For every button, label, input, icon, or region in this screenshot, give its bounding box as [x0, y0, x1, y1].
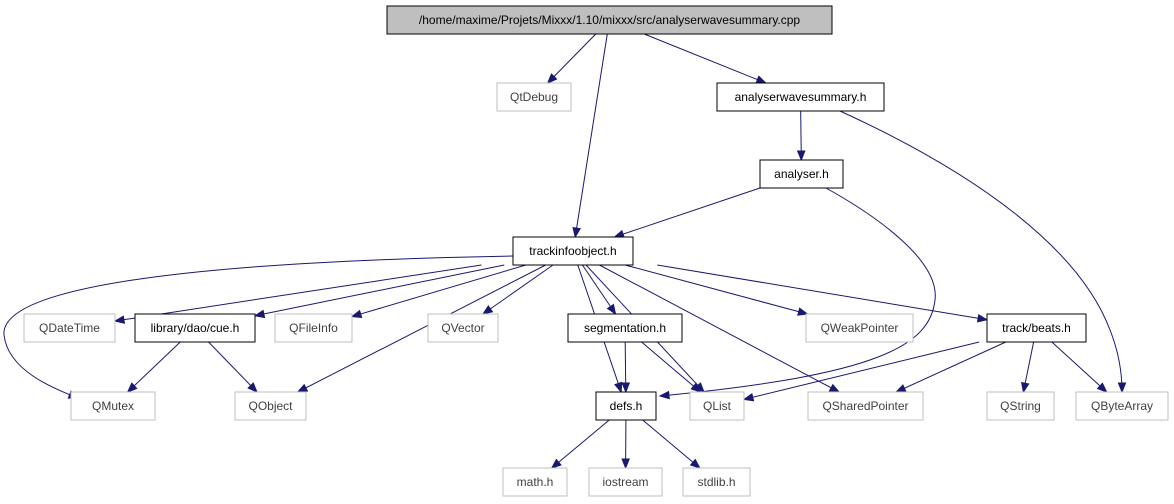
node-box — [427, 313, 499, 343]
node-box — [386, 5, 833, 35]
node-qstring: QString — [986, 391, 1055, 421]
node-defs-h[interactable]: defs.h — [595, 391, 657, 421]
node-label: QSharedPointer — [822, 399, 908, 413]
edge-trackinfoobject_h-to-qvector — [481, 264, 554, 315]
edge-trackinfoobject_h-to-beats_h — [657, 264, 989, 323]
edge-defs_h-to-math_h — [550, 419, 610, 469]
node-label: QtDebug — [510, 90, 558, 104]
node-qdatetime: QDateTime — [23, 313, 116, 343]
node-label: QMutex — [92, 399, 134, 413]
edge-trackinfoobject_h-to-segmentation_h — [582, 264, 617, 316]
node-root[interactable]: /home/maxime/Projets/Mixxx/1.10/mixxx/sr… — [386, 5, 833, 35]
edge-root-to-analyserwavesummary_h — [644, 33, 768, 84]
node-qobject: QObject — [234, 391, 307, 421]
edge-analyserwavesummary_h-to-qbytearray — [839, 110, 1127, 394]
node-iostream: iostream — [588, 467, 663, 497]
edge-beats_h-to-qlist — [742, 341, 980, 402]
node-label: QList — [703, 399, 732, 413]
node-label: library/dao/cue.h — [151, 321, 240, 335]
edge-trackinfoobject_h-to-cue_h — [253, 264, 505, 319]
node-stdlib-h: stdlib.h — [682, 467, 751, 497]
node-label: iostream — [602, 475, 648, 489]
node-label: math.h — [517, 475, 554, 489]
edge-analyserwavesummary_h-to-analyser_h — [796, 110, 806, 162]
node-cue-h[interactable]: library/dao/cue.h — [134, 313, 256, 343]
edge-beats_h-to-qstring — [1021, 341, 1035, 394]
node-label: defs.h — [610, 399, 643, 413]
node-label: QFileInfo — [289, 321, 338, 335]
node-beats-h[interactable]: track/beats.h — [986, 313, 1087, 343]
node-label: /home/maxime/Projets/Mixxx/1.10/mixxx/sr… — [419, 13, 801, 27]
node-box — [496, 82, 572, 112]
edge-analyser_h-to-trackinfoobject_h — [613, 187, 761, 239]
node-label: analyserwavesummary.h — [735, 90, 867, 104]
edge-root-to-trackinfoobject_h — [572, 33, 608, 239]
node-qlist: QList — [689, 391, 745, 421]
node-qtdebug: QtDebug — [496, 82, 572, 112]
node-label: QByteArray — [1091, 399, 1153, 413]
node-box — [134, 313, 256, 343]
node-box — [986, 313, 1087, 343]
node-label: stdlib.h — [697, 475, 735, 489]
node-qvector: QVector — [427, 313, 499, 343]
node-analyserwavesummary-h[interactable]: analyserwavesummary.h — [716, 82, 885, 112]
node-box — [682, 467, 751, 497]
node-box — [1075, 391, 1169, 421]
edge-cue_h-to-qobject — [208, 341, 258, 393]
node-qbytearray: QByteArray — [1075, 391, 1169, 421]
edge-trackinfoobject_h-to-qweakpointer — [624, 264, 809, 316]
node-box — [595, 391, 657, 421]
edge-beats_h-to-qbytearray — [1051, 341, 1108, 393]
node-qsharedpointer: QSharedPointer — [807, 391, 924, 421]
node-box — [70, 391, 156, 421]
node-box — [234, 391, 307, 421]
node-label: QDateTime — [39, 321, 100, 335]
node-box — [588, 467, 663, 497]
node-box — [274, 313, 353, 343]
node-box — [986, 391, 1055, 421]
node-label: QString — [1000, 399, 1041, 413]
node-box — [807, 391, 924, 421]
edge-trackinfoobject_h-to-qsharedpointer — [599, 264, 841, 393]
edge-beats_h-to-qsharedpointer — [894, 341, 1007, 393]
node-box — [689, 391, 745, 421]
node-box — [23, 313, 116, 343]
node-trackinfoobject-h[interactable]: trackinfoobject.h — [512, 236, 634, 266]
node-label: QObject — [248, 399, 293, 413]
node-label: segmentation.h — [584, 321, 666, 335]
node-label: QWeakPointer — [821, 321, 899, 335]
node-analyser-h[interactable]: analyser.h — [759, 159, 844, 189]
node-math-h: math.h — [502, 467, 568, 497]
node-box — [759, 159, 844, 189]
edge-trackinfoobject_h-to-qdatetime — [113, 264, 482, 324]
edge-defs_h-to-iostream — [621, 419, 630, 470]
edge-defs_h-to-stdlib_h — [642, 419, 701, 469]
edge-trackinfoobject_h-to-qfileinfo — [350, 264, 526, 319]
edge-analyser_h-to-defs_h — [658, 187, 936, 400]
node-label: trackinfoobject.h — [529, 244, 616, 258]
edge-segmentation_h-to-qlist — [641, 341, 702, 393]
node-label: analyser.h — [774, 167, 829, 181]
node-segmentation-h[interactable]: segmentation.h — [567, 313, 683, 343]
node-box — [805, 313, 914, 343]
node-label: QVector — [441, 321, 484, 335]
node-box — [502, 467, 568, 497]
edge-cue_h-to-qmutex — [126, 341, 181, 393]
edge-root-to-qtdebug — [546, 33, 597, 84]
node-qfileinfo: QFileInfo — [274, 313, 353, 343]
node-box — [567, 313, 683, 343]
edge-segmentation_h-to-defs_h — [621, 341, 631, 394]
node-box — [716, 82, 885, 112]
node-qmutex: QMutex — [70, 391, 156, 421]
node-qweakpointer: QWeakPointer — [805, 313, 914, 343]
node-label: track/beats.h — [1002, 321, 1071, 335]
node-box — [512, 236, 634, 266]
